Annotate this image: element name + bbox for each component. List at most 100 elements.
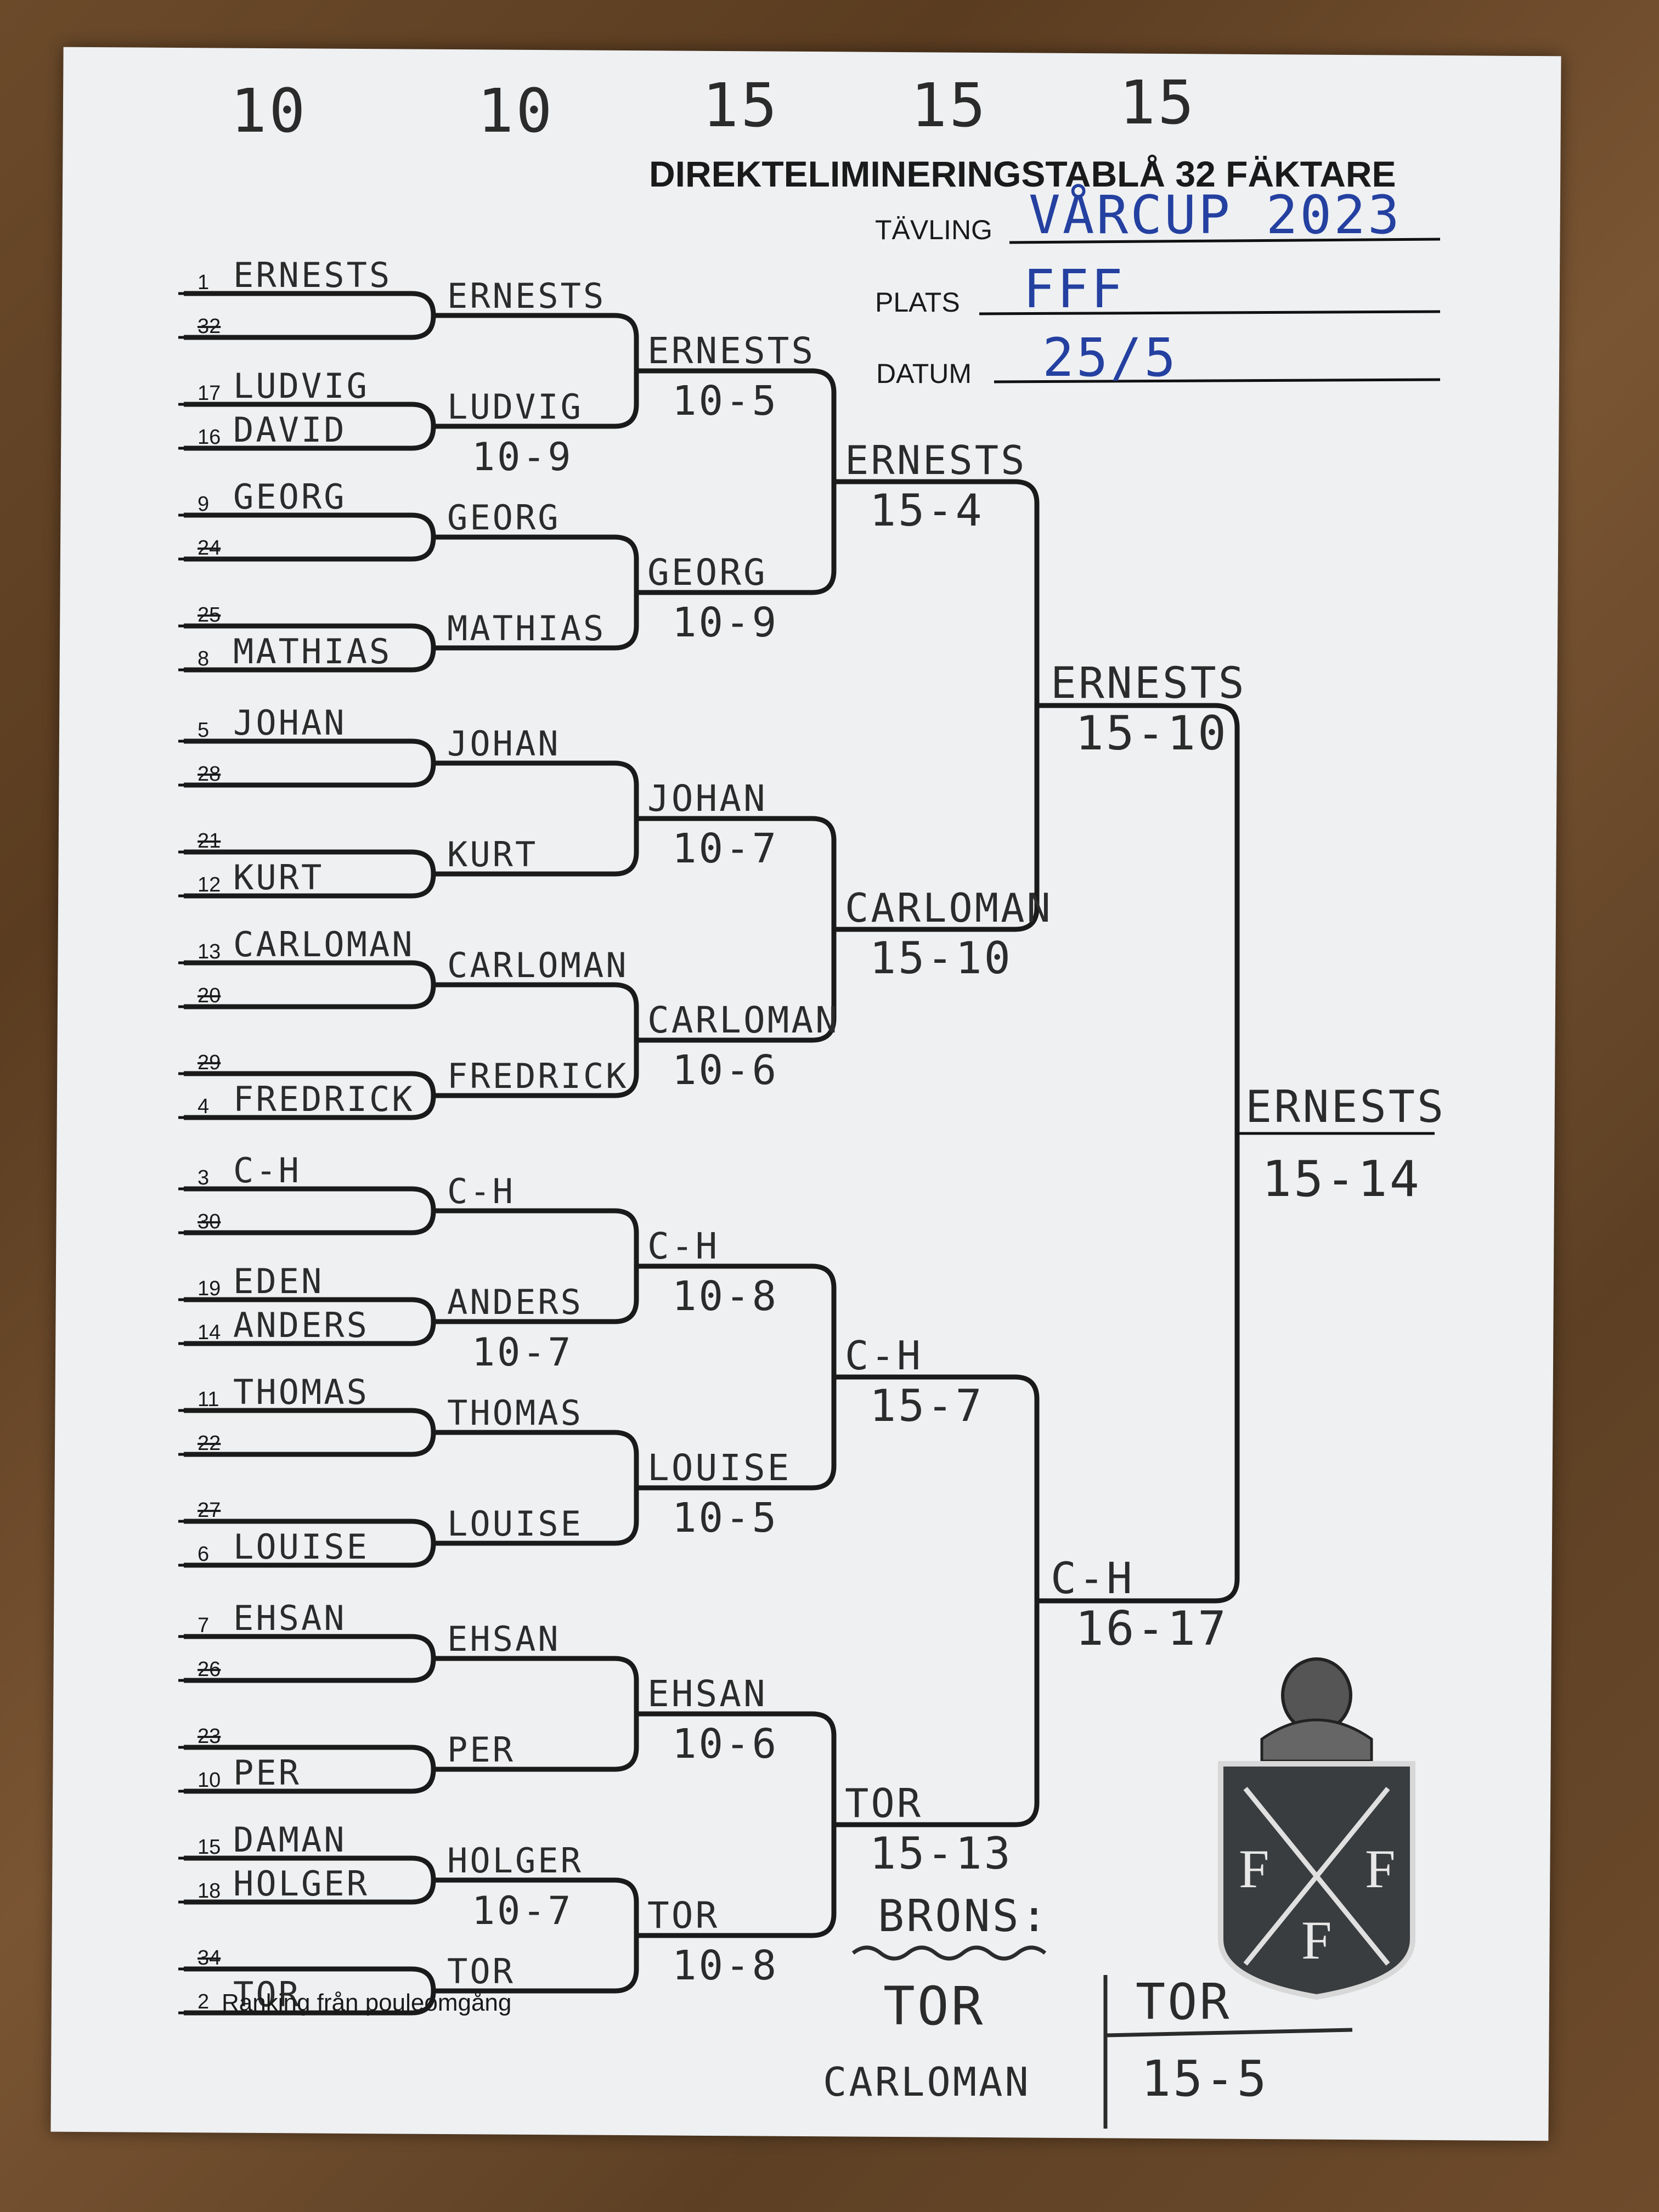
bout-score: 10-7 [472, 1330, 573, 1375]
winner-name: JOHAN [447, 724, 561, 764]
fencer-name: PER [233, 1753, 301, 1793]
bout-score: 15-10 [1075, 706, 1228, 761]
seed-number: 15 [198, 1836, 221, 1859]
fencer-name: MATHIAS [233, 631, 392, 672]
winner-name: GEORG [447, 498, 561, 538]
winner-name: EHSAN [647, 1673, 768, 1715]
plats-line [979, 310, 1441, 315]
seed-number: 30 [198, 1210, 221, 1233]
seed-number: 1 [198, 271, 209, 294]
winner-name: GEORG [647, 551, 768, 594]
bout-score: 10-7 [672, 825, 778, 872]
bracket-connector [184, 1408, 436, 1457]
winner-name: JOHAN [647, 777, 768, 820]
logo-letter: F [1365, 1838, 1396, 1899]
round-score-headers: 10 10 15 15 15 [230, 67, 1196, 146]
fencer-name: TOR [233, 1974, 301, 2015]
seed-number: 3 [198, 1166, 209, 1189]
bout-score: 15-7 [870, 1380, 984, 1431]
sword-icon [1243, 1787, 1390, 1966]
bout-score: 10-6 [672, 1720, 778, 1768]
bracket-connector [834, 1374, 1040, 1827]
tavling-line [1009, 238, 1441, 244]
bracket-connector [184, 512, 436, 562]
ranking-footer: Ranking från pouleomgång [222, 1989, 511, 2016]
fff-crest-logo: F F F [1218, 1657, 1415, 2000]
winner-name: LUDVIG [447, 387, 583, 427]
seed-number: 10 [198, 1769, 221, 1792]
seed-number: 2 [198, 1990, 209, 2013]
datum-value: 25/5 [1042, 327, 1178, 388]
seed-number: 12 [198, 873, 221, 896]
winner-name: C-H [447, 1171, 515, 1211]
winner-name: EHSAN [447, 1619, 561, 1659]
winner-name: CARLOMAN [845, 885, 1053, 931]
winner-name: TOR [845, 1780, 923, 1826]
winner-name: LOUISE [447, 1504, 583, 1544]
bronze-score: 15-5 [1141, 2050, 1269, 2108]
seed-number: 23 [198, 1725, 221, 1748]
bracket-connector [1037, 703, 1240, 1604]
bronze-player-2: CARLOMAN [823, 2059, 1031, 2105]
round-score-header: 10 [230, 76, 307, 146]
winner-name: ERNESTS [647, 330, 815, 372]
bout-score: 15-13 [870, 1828, 1013, 1879]
seed-number: 24 [198, 537, 221, 560]
winner-name: PER [447, 1730, 515, 1770]
bracket-connector [184, 960, 436, 1009]
bracket-connector [184, 1186, 436, 1235]
tavling-label: TÄVLING [875, 215, 992, 245]
winner-name: LOUISE [647, 1447, 791, 1489]
seed-number: 34 [198, 1946, 221, 1970]
winner-name: ERNESTS [447, 276, 606, 316]
seed-number: 19 [198, 1277, 221, 1300]
winner-name: FREDRICK [447, 1056, 629, 1096]
seed-number: 17 [198, 382, 221, 405]
bronze-player-1: TOR [883, 1976, 985, 2037]
bout-score: 10-7 [472, 1888, 573, 1933]
final-score: 15-14 [1262, 1150, 1421, 1208]
winner-name: TOR [647, 1894, 719, 1937]
seed-number: 6 [198, 1543, 209, 1566]
bronze-winner: TOR [1136, 1973, 1232, 2031]
round-score-header: 15 [1119, 67, 1196, 138]
bracket-connector [184, 1634, 436, 1683]
bout-score: 10-9 [672, 599, 778, 646]
bronze-label: BRONS: [878, 1891, 1049, 1942]
fencer-name: ERNESTS [233, 255, 392, 295]
form-fields: TÄVLING VÅRCUP 2023 PLATS FFF DATUM 25/5 [875, 184, 1441, 389]
fencer-name: KURT [233, 857, 324, 898]
seed-number: 20 [198, 984, 221, 1007]
seed-number: 32 [198, 315, 221, 338]
winner-name: C-H [647, 1225, 719, 1267]
winner-name: ERNESTS [1051, 659, 1246, 708]
bracket-connector [834, 479, 1040, 932]
fencer-name: FREDRICK [233, 1079, 415, 1119]
winner-name: TOR [447, 1951, 515, 1991]
bout-score: 10-8 [672, 1942, 778, 1989]
fencer-name: EHSAN [233, 1598, 347, 1638]
fencer-name: LOUISE [233, 1527, 369, 1567]
fencer-name: DAMAN [233, 1820, 347, 1860]
winner-name: MATHIAS [447, 608, 606, 648]
bout-score: 15-4 [870, 485, 984, 536]
seed-number: 26 [198, 1658, 221, 1681]
seed-number: 8 [198, 647, 209, 670]
seed-number: 16 [198, 426, 221, 449]
fencer-name: HOLGER [233, 1864, 369, 1904]
seed-number: 14 [198, 1321, 221, 1344]
winner-name: KURT [447, 834, 538, 874]
tavling-value: VÅRCUP 2023 [1029, 184, 1402, 246]
final-winner: ERNESTS [1245, 1081, 1446, 1132]
winner-name: HOLGER [447, 1841, 583, 1881]
bronze-underline [851, 1945, 1047, 1961]
round-score-header: 15 [911, 70, 988, 140]
seed-number: 29 [198, 1051, 221, 1074]
round-score-header: 15 [702, 70, 779, 140]
bronze-result-line [1105, 2028, 1353, 2038]
bout-score: 15-10 [870, 933, 1013, 984]
bout-score: 10-5 [672, 1494, 778, 1542]
fencer-name: CARLOMAN [233, 924, 415, 964]
